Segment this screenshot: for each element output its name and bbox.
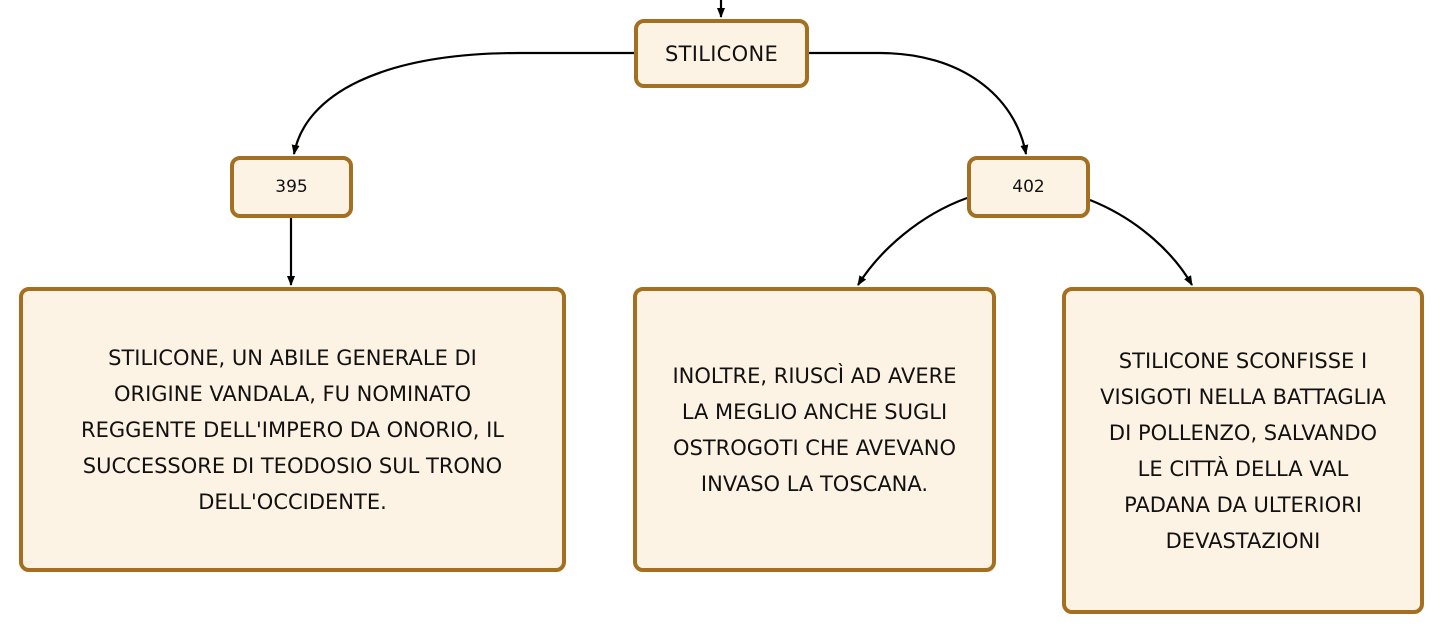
node-year-402[interactable]: 402 bbox=[967, 156, 1090, 218]
node-year-402-label: 402 bbox=[1012, 177, 1045, 197]
node-description-402-ostrogoti[interactable]: INOLTRE, RIUSCÌ AD AVERE LA MEGLIO ANCHE… bbox=[633, 287, 996, 572]
connector-402-to-pollenzo bbox=[1089, 198, 1193, 286]
node-description-402-pollenzo-text: STILICONE SCONFISSE I VISIGOTI NELLA BAT… bbox=[1100, 348, 1386, 553]
node-description-395-text: STILICONE, UN ABILE GENERALE DI ORIGINE … bbox=[81, 345, 504, 514]
node-stilicone[interactable]: STILICONE bbox=[634, 19, 809, 88]
node-description-402-ostrogoti-text: INOLTRE, RIUSCÌ AD AVERE LA MEGLIO ANCHE… bbox=[672, 363, 957, 496]
connector-stilicone-to-395 bbox=[291, 51, 634, 155]
connector-402-to-ostrogoti bbox=[857, 196, 968, 286]
node-description-402-pollenzo[interactable]: STILICONE SCONFISSE I VISIGOTI NELLA BAT… bbox=[1062, 287, 1424, 614]
node-description-395[interactable]: STILICONE, UN ABILE GENERALE DI ORIGINE … bbox=[19, 287, 566, 572]
connector-stilicone-to-402 bbox=[809, 51, 1029, 155]
node-year-395-label: 395 bbox=[275, 177, 308, 197]
node-stilicone-label: STILICONE bbox=[664, 41, 779, 66]
node-year-395[interactable]: 395 bbox=[230, 156, 353, 218]
